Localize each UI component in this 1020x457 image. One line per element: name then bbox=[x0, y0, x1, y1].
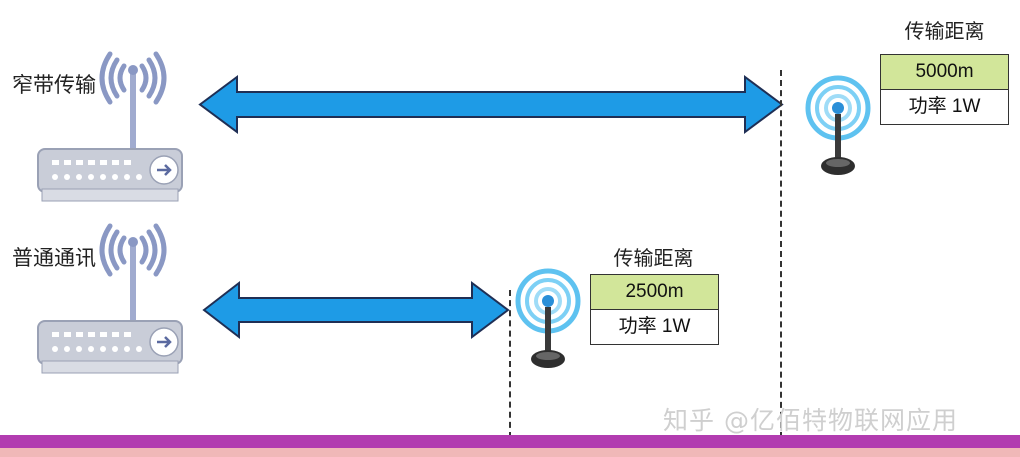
watermark: 知乎 @亿佰特物联网应用 bbox=[663, 406, 958, 435]
distance-title-ordinary: 传输距离 bbox=[613, 246, 694, 270]
row-label-ordinary: 普通通讯 bbox=[12, 246, 96, 270]
spec-box-narrowband: 5000m 功率 1W bbox=[880, 54, 1009, 125]
router-icon bbox=[37, 223, 183, 374]
signal-waves-icon bbox=[99, 51, 167, 105]
range-limit-line-ordinary bbox=[509, 290, 511, 438]
bottom-bar bbox=[0, 435, 1020, 448]
distance-title-narrowband: 传输距离 bbox=[904, 19, 985, 43]
row-label-narrowband: 窄带传输 bbox=[12, 73, 96, 97]
receiver-antenna-icon bbox=[515, 268, 581, 368]
router-icon bbox=[37, 51, 183, 202]
distance-arrow-ordinary bbox=[202, 280, 510, 340]
distance-arrow-narrowband bbox=[198, 75, 784, 134]
spec-box-ordinary: 2500m 功率 1W bbox=[590, 274, 719, 345]
power-value: 功率 1W bbox=[881, 90, 1008, 124]
range-limit-line-narrowband bbox=[780, 70, 782, 438]
distance-value: 2500m bbox=[591, 275, 718, 310]
receiver-antenna-icon bbox=[805, 75, 871, 175]
signal-waves-icon bbox=[99, 223, 167, 277]
distance-value: 5000m bbox=[881, 55, 1008, 90]
bottom-bar-underlay bbox=[0, 448, 1020, 457]
power-value: 功率 1W bbox=[591, 310, 718, 344]
